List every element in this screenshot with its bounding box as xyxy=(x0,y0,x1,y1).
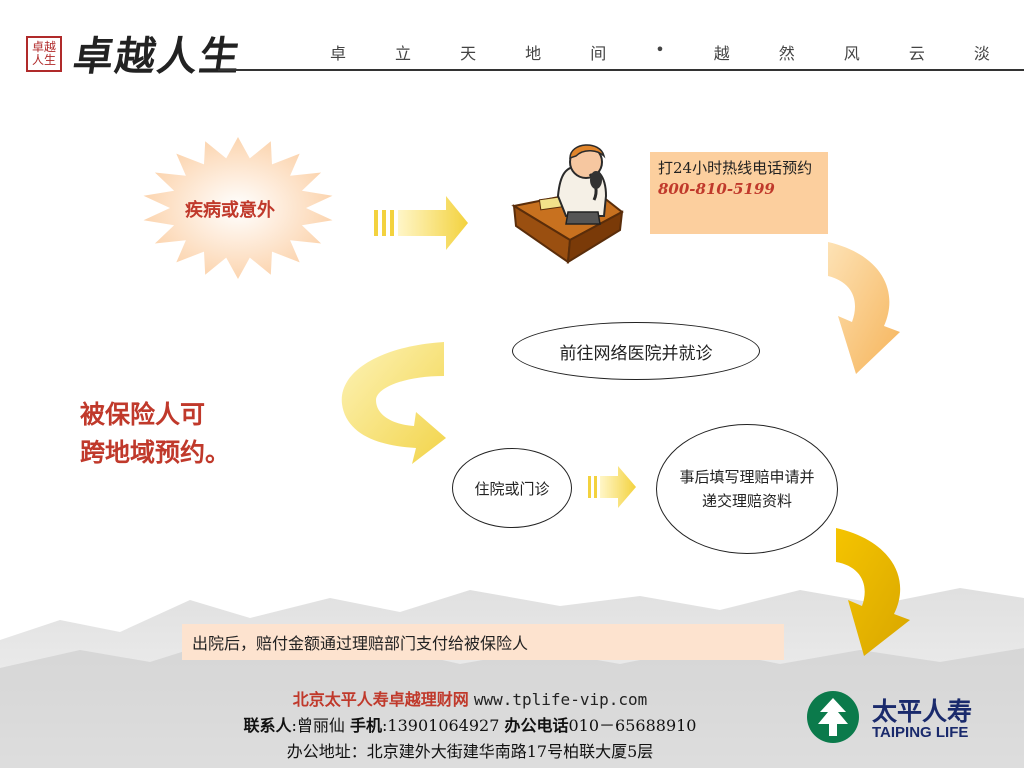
logo-name-cn: 太平人寿 xyxy=(872,697,973,726)
slogan: 卓 立 天 地 间 • 越 然 风 云 淡 xyxy=(330,40,990,64)
seal-logo: 卓越人生 xyxy=(26,36,62,72)
logo-name-en: TAIPING LIFE xyxy=(872,724,969,741)
cross-region-note: 被保险人可 跨地域预约。 xyxy=(80,396,230,472)
footer-company-line: 北京太平人寿卓越理财网 www.tplife-vip.com xyxy=(0,686,940,710)
step-hospital: 前往网络医院并就诊 xyxy=(512,322,760,380)
step-inpatient: 住院或门诊 xyxy=(452,448,572,528)
header-divider xyxy=(218,69,1024,71)
curved-arrow-down-left-icon xyxy=(836,528,910,656)
step-inpatient-label: 住院或门诊 xyxy=(474,479,550,498)
contact-label: 联系人 xyxy=(243,716,292,735)
slogan-char: 淡 xyxy=(973,44,990,63)
contact-name: :曾丽仙 xyxy=(291,716,351,735)
slogan-char: 越 xyxy=(713,44,730,63)
slogan-char: • xyxy=(655,40,665,59)
right-arrow-icon xyxy=(374,196,468,250)
step-hospital-label: 前往网络医院并就诊 xyxy=(559,343,713,364)
hotline-box: 打24小时热线电话预约 800-810-5199 xyxy=(650,152,828,234)
office-phone: 010－65688910 xyxy=(568,716,697,735)
step-claim-label: 事后填写理赔申请并递交理赔资料 xyxy=(679,468,815,510)
taiping-tree-icon xyxy=(807,691,859,743)
seal-text: 卓越人生 xyxy=(31,40,56,67)
slogan-char: 地 xyxy=(525,44,542,63)
slogan-char: 然 xyxy=(778,44,795,63)
slogan-char: 天 xyxy=(460,44,477,63)
hotline-number: 800-810-5199 xyxy=(658,180,775,198)
slogan-char: 间 xyxy=(590,44,607,63)
hotline-text: 打24小时热线电话预约 xyxy=(658,159,813,177)
slogan-char: 卓 xyxy=(330,44,347,63)
step-claim: 事后填写理赔申请并递交理赔资料 xyxy=(656,424,838,554)
note-line: 跨地域预约。 xyxy=(80,438,231,467)
slogan-char: 云 xyxy=(908,44,925,63)
mobile-label: 手机 xyxy=(350,716,383,735)
slogan-char: 风 xyxy=(843,44,860,63)
mobile-number: :13901064927 xyxy=(382,716,505,735)
phone-operator-icon xyxy=(511,144,624,264)
company-name: 北京太平人寿卓越理财网 xyxy=(292,690,469,709)
discharge-box: 出院后，赔付金额通过理赔部门支付给被保险人 xyxy=(182,624,784,660)
discharge-text: 出院后，赔付金额通过理赔部门支付给被保险人 xyxy=(192,634,529,653)
note-line: 被保险人可 xyxy=(80,400,206,429)
curved-arrow-down-right-icon xyxy=(341,342,446,464)
footer-contact-line: 联系人:曾丽仙 手机:13901064927 办公电话010－65688910 xyxy=(0,712,940,736)
trigger-label: 疾病或意外 xyxy=(185,200,275,221)
starburst-shape xyxy=(143,137,333,279)
office-phone-label: 办公电话 xyxy=(504,716,569,735)
curved-arrow-down-left-icon xyxy=(828,242,900,374)
slogan-char: 立 xyxy=(395,44,412,63)
website-link[interactable]: www.tplife-vip.com xyxy=(473,690,648,709)
right-arrow-icon xyxy=(588,466,636,508)
footer-address-line: 办公地址：北京建外大街建华南路17号柏联大厦5层 xyxy=(286,742,654,761)
